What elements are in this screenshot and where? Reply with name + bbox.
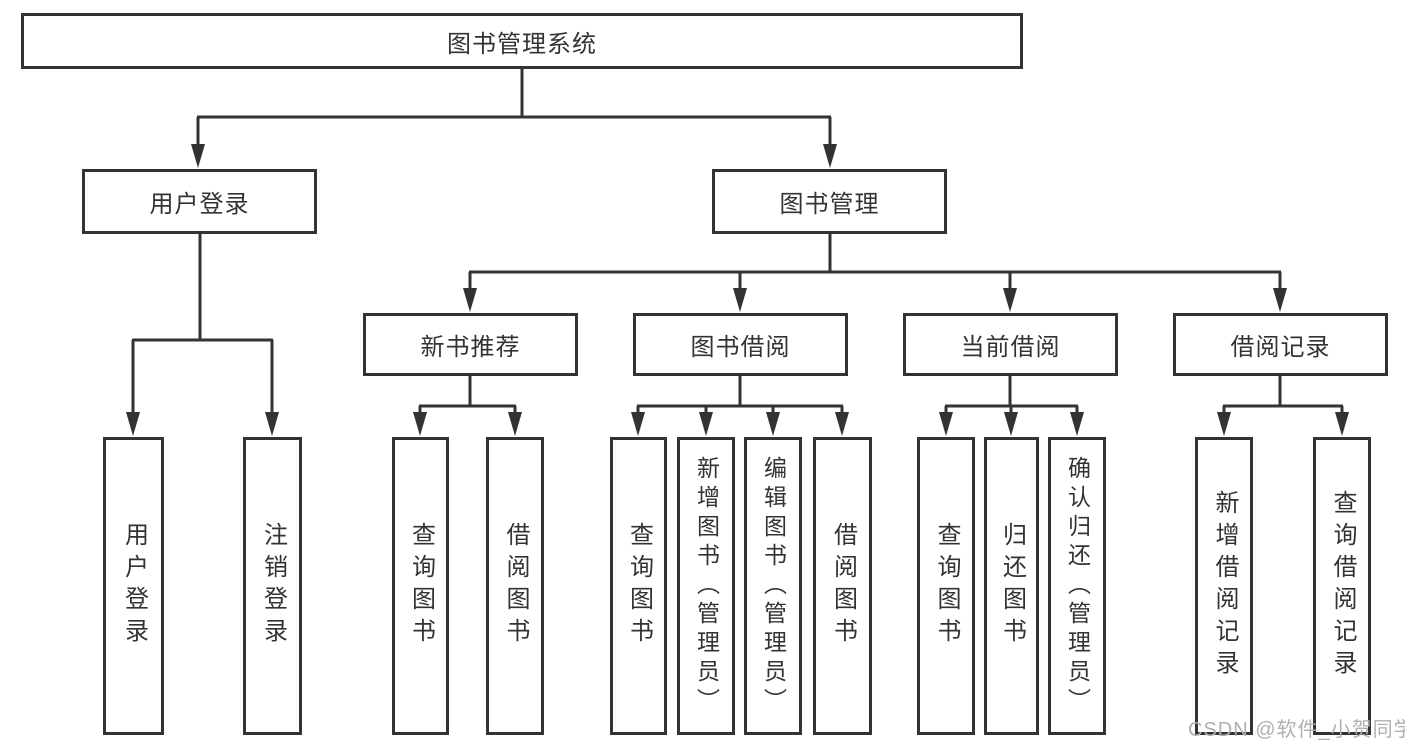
node-query-books-current-label: 查询图书 xyxy=(933,522,960,650)
node-return-book-label: 归还图书 xyxy=(998,522,1026,650)
node-borrow-books-borrow: 借阅图书 xyxy=(813,437,872,735)
node-confirm-return-admin-label: 确认归还（管理员） xyxy=(1064,455,1091,717)
node-query-borrow-record: 查询借阅记录 xyxy=(1313,437,1371,735)
node-query-books-current: 查询图书 xyxy=(917,437,975,735)
node-query-books-borrow: 查询图书 xyxy=(610,437,667,735)
node-new-book-recommend: 新书推荐 xyxy=(363,313,578,376)
node-edit-book-admin-label: 编辑图书（管理员） xyxy=(760,455,787,717)
node-query-borrow-record-label: 查询借阅记录 xyxy=(1329,490,1356,682)
node-confirm-return-admin: 确认归还（管理员） xyxy=(1048,437,1106,735)
node-user-login-label: 用户登录 xyxy=(120,522,148,650)
node-logout: 注销登录 xyxy=(243,437,302,735)
node-add-borrow-record-label: 新增借阅记录 xyxy=(1211,490,1238,682)
node-borrow-books-newbook: 借阅图书 xyxy=(486,437,544,735)
node-borrow-books-borrow-label: 借阅图书 xyxy=(829,522,857,650)
node-add-book-admin-label: 新增图书（管理员） xyxy=(693,455,720,717)
node-user-login: 用户登录 xyxy=(103,437,164,735)
node-logout-label: 注销登录 xyxy=(259,522,287,650)
node-book-borrow: 图书借阅 xyxy=(633,313,848,376)
node-add-borrow-record: 新增借阅记录 xyxy=(1195,437,1253,735)
watermark-text: CSDN @软件_小贺同学 xyxy=(1188,719,1405,741)
node-add-book-admin: 新增图书（管理员） xyxy=(677,437,735,735)
node-edit-book-admin: 编辑图书（管理员） xyxy=(744,437,802,735)
node-return-book: 归还图书 xyxy=(984,437,1039,735)
node-borrow-books-newbook-label: 借阅图书 xyxy=(502,522,529,650)
node-borrow-records: 借阅记录 xyxy=(1173,313,1388,376)
node-query-books-borrow-label: 查询图书 xyxy=(625,522,653,650)
node-library-system: 图书管理系统 xyxy=(21,13,1023,69)
node-user-login-branch: 用户登录 xyxy=(82,169,317,234)
node-query-books-newbook: 查询图书 xyxy=(392,437,449,735)
node-book-management-branch: 图书管理 xyxy=(712,169,947,234)
node-query-books-newbook-label: 查询图书 xyxy=(407,522,435,650)
node-current-borrow: 当前借阅 xyxy=(903,313,1118,376)
